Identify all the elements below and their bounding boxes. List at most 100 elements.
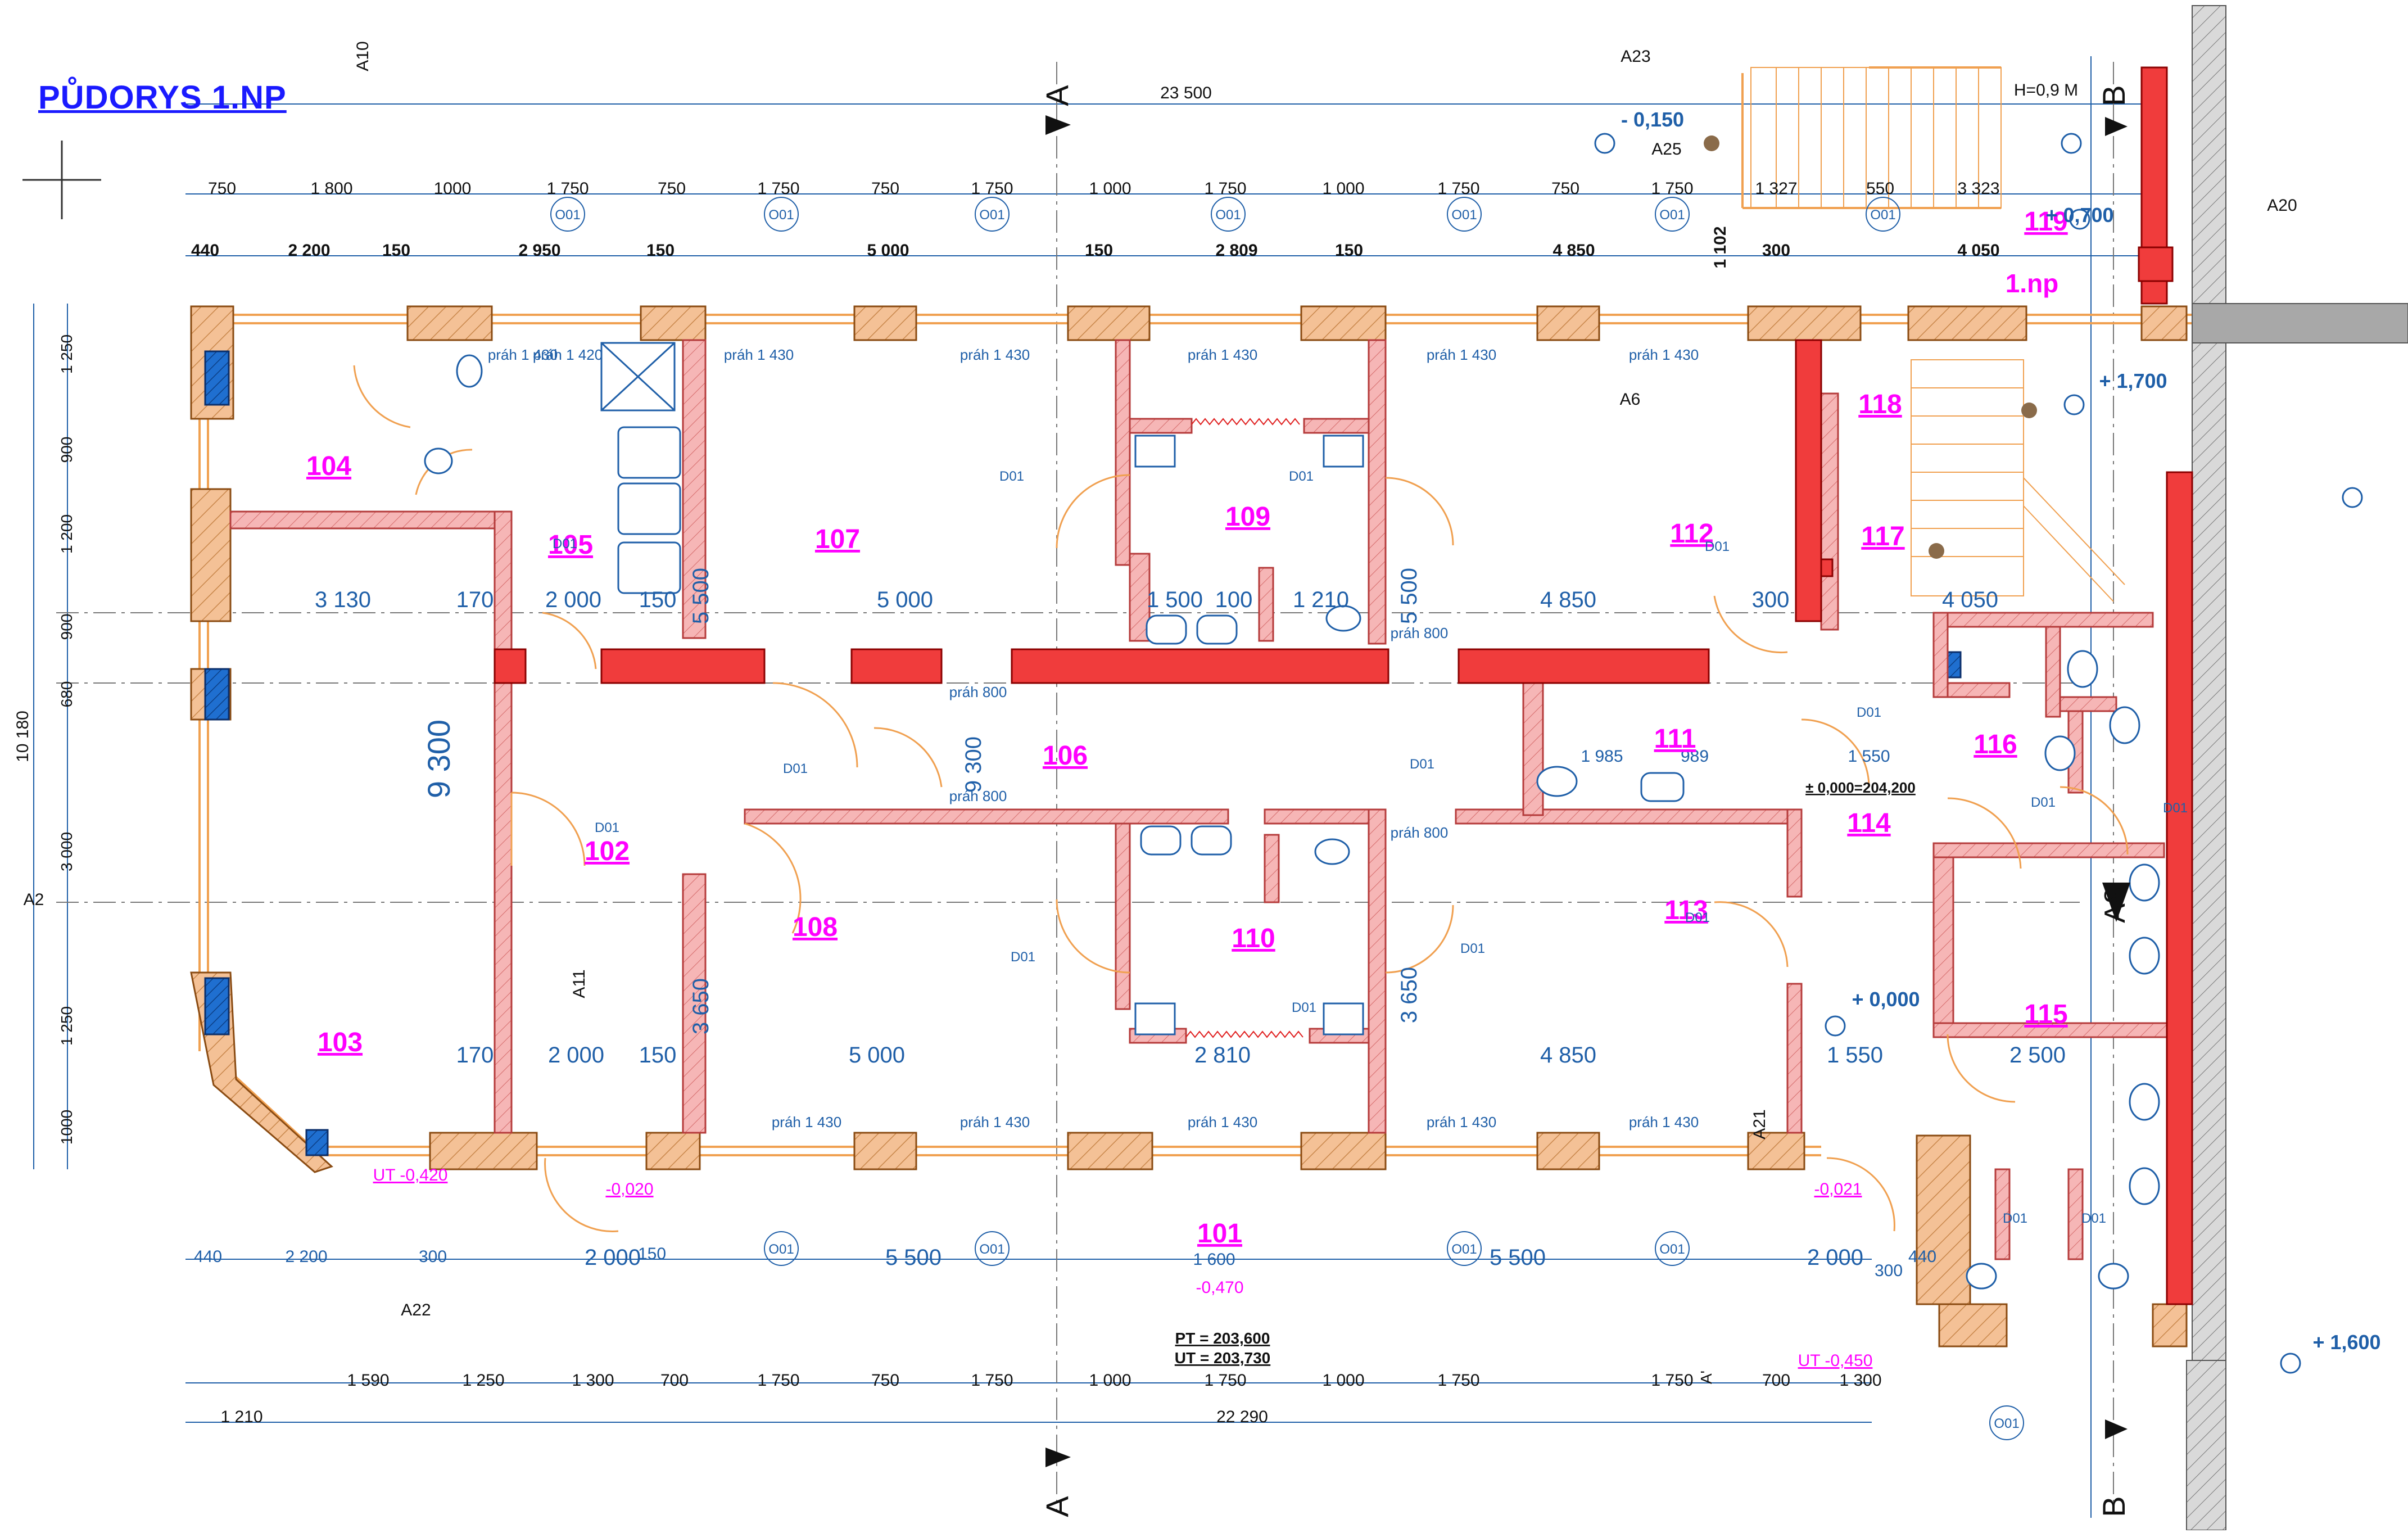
threshold-note: práh 1 430 <box>1629 346 1699 363</box>
threshold-note: práh 1 430 <box>960 346 1030 363</box>
axis-label-A11: A11 <box>570 969 589 998</box>
threshold-note-lower: práh 1 430 <box>1629 1114 1699 1130</box>
dim-v-3650: 3 650 <box>689 978 713 1034</box>
axis-label-A8: A8 <box>2099 887 2131 923</box>
level-neg021: -0,021 <box>1814 1180 1862 1199</box>
section-a-prime: A' <box>1698 1371 1715 1384</box>
threshold-note-lower: práh 1 430 <box>1188 1114 1257 1130</box>
window-code: O01 <box>1870 207 1895 223</box>
dim-bottom-total: 22 290 <box>1216 1408 1268 1426</box>
dim-top-r2: 2 200 <box>288 241 330 260</box>
window-code: O01 <box>979 1242 1004 1257</box>
dim-r111-989: 989 <box>1681 747 1709 766</box>
dim-top-r1: 750 <box>1551 179 1579 198</box>
dim-bottom-r1: 1 590 <box>347 1371 389 1390</box>
axis-label-A21: A21 <box>1750 1109 1769 1139</box>
window-tag <box>1655 197 1690 232</box>
dim-top-r2: 2 950 <box>518 241 560 260</box>
threshold-note-800: práh 800 <box>1391 625 1449 641</box>
dim-bottom-r2: 5 500 <box>1490 1245 1546 1270</box>
door-code: D01 <box>2163 801 2188 816</box>
dim-top-r1: 1 800 <box>310 179 352 198</box>
dim-left: 900 <box>58 614 75 640</box>
level-markers <box>1594 133 2363 1374</box>
level-pt: PT = 203,600 <box>1175 1329 1270 1347</box>
dim-top-r1: 1 750 <box>546 179 589 198</box>
dim-top-r2: 440 <box>191 241 219 260</box>
door-code: D01 <box>1289 469 1314 484</box>
section-b-bottom: B <box>2096 1496 2131 1517</box>
window-code: O01 <box>1451 207 1477 223</box>
axis-label-A6: A6 <box>1620 390 1641 409</box>
room-label-103: 103 <box>318 1028 363 1057</box>
dim-bottom-r1: 1 750 <box>1204 1371 1246 1390</box>
dim-r115-2500: 2 500 <box>2009 1043 2066 1068</box>
dim-top-r1: 1 750 <box>1651 179 1693 198</box>
dim-bottom-r1: 1 300 <box>572 1371 614 1390</box>
window-code: O01 <box>1659 207 1685 223</box>
threshold-note-800: práh 800 <box>1391 824 1449 841</box>
dim-v-9300: 9 300 <box>421 720 456 798</box>
dim-r115-1550: 1 550 <box>1827 1043 1883 1068</box>
dim-bottom-r2: 440 <box>194 1247 222 1266</box>
dim-left: 1 250 <box>58 1006 75 1046</box>
room-label-115: 115 <box>2024 1000 2067 1029</box>
dim-bottom-r2: 300 <box>419 1247 447 1266</box>
dim-top-r2: 4 050 <box>1957 241 1999 260</box>
dim-top-r1: 750 <box>658 179 686 198</box>
window-code: O01 <box>768 1242 794 1257</box>
dim-r109-1500: 1 500 <box>1147 587 1203 612</box>
level-pos0: + 0,000 <box>1852 988 1920 1011</box>
dim-r107-left: 3 130 <box>315 587 371 612</box>
dim-bottom-r1: 1 750 <box>1651 1371 1693 1390</box>
axis-label-A20: A20 <box>2267 196 2297 215</box>
window-tag <box>1447 197 1482 232</box>
door-code: D01 <box>1011 949 1035 965</box>
dim-bottom-r1: 1 750 <box>757 1371 799 1390</box>
room-label-113: 113 <box>1664 896 1708 925</box>
dim-r107-width: 5 000 <box>877 587 933 612</box>
dim-r103-170: 170 <box>456 1043 494 1068</box>
dim-r108-5000: 5 000 <box>849 1043 905 1068</box>
dim-top-r1: 3 323 <box>1957 179 1999 198</box>
dim-v-5500: 5 500 <box>689 568 713 624</box>
window-tag <box>1989 1405 2024 1440</box>
dim-top-r2: 4 850 <box>1552 241 1595 260</box>
window-tag <box>1447 1231 1482 1266</box>
dim-top-r1: 1 327 <box>1755 179 1797 198</box>
room-label-102: 102 <box>585 836 630 866</box>
window-tag <box>764 197 799 232</box>
dim-r107-170: 170 <box>456 587 494 612</box>
window-tag <box>550 197 585 232</box>
dim-left: 1000 <box>58 1110 75 1145</box>
dim-top-r2: 300 <box>1762 241 1790 260</box>
room-label-119: 119 <box>2024 207 2067 237</box>
dim-bottom-r1: 700 <box>1762 1371 1790 1390</box>
dim-bottom-r1: 700 <box>660 1371 689 1390</box>
dim-bottom-r2: 300 <box>1875 1261 1903 1280</box>
dim-bottom-r1: 1 000 <box>1322 1371 1364 1390</box>
dim-r112-300: 300 <box>1752 587 1790 612</box>
dim-r107-150: 150 <box>639 587 677 612</box>
axis-label-A25: A25 <box>1651 140 1681 159</box>
threshold-note: práh 1 430 <box>1188 346 1257 363</box>
axis-label-A2: A2 <box>24 890 44 909</box>
threshold-note-b: práh 1 420 <box>533 346 603 363</box>
window-code: O01 <box>1215 207 1241 223</box>
floor-mark: 1.np <box>2006 269 2059 298</box>
dim-top-r1: 1 000 <box>1089 179 1131 198</box>
threshold-note: práh 1 430 <box>724 346 794 363</box>
room-label-110: 110 <box>1232 924 1275 953</box>
dim-r103-2000: 2 000 <box>548 1043 604 1068</box>
threshold-note: práh 1 430 <box>488 346 558 363</box>
door-code: D01 <box>595 820 619 835</box>
window-tag <box>764 1231 799 1266</box>
dim-r113-4850: 4 850 <box>1540 1043 1596 1068</box>
acoustic-line <box>1191 418 1300 426</box>
dim-bottom-r2: 2 000 <box>585 1245 641 1270</box>
window-tag <box>1655 1231 1690 1266</box>
dim-r109-1210: 1 210 <box>1293 587 1349 612</box>
